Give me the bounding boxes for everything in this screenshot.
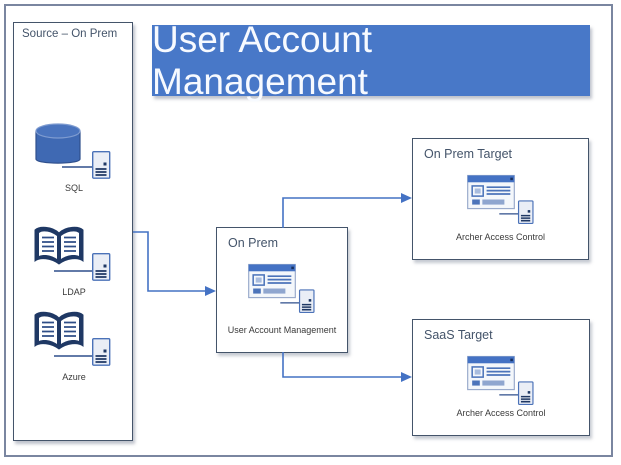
- page-title: User Account Management: [152, 18, 373, 102]
- source-item-ldap: LDAP: [24, 223, 124, 297]
- source-item-label: Azure: [62, 372, 86, 382]
- source-item-sql: SQL: [24, 119, 124, 193]
- saas-target-box: SaaS Target Archer Access Control: [412, 319, 590, 436]
- source-panel: Source – On Prem SQL LDAP Azure: [13, 22, 133, 441]
- source-panel-label: Source – On Prem: [22, 28, 118, 40]
- azure-directory-book-icon: [32, 308, 117, 370]
- app-window-server-icon: [462, 354, 540, 407]
- on-prem-target-caption: Archer Access Control: [455, 232, 546, 242]
- ldap-directory-book-icon: [32, 223, 117, 285]
- on-prem-target-label: On Prem Target: [424, 147, 513, 161]
- title-banner: User Account Management: [152, 19, 590, 102]
- app-window-server-icon: [462, 173, 540, 226]
- outer-frame: [4, 4, 613, 457]
- on-prem-box: On Prem User Account Management: [216, 227, 348, 353]
- app-window-server-icon: [243, 262, 321, 315]
- on-prem-box-caption: User Account Management: [227, 325, 337, 335]
- source-item-label: LDAP: [62, 287, 86, 297]
- sql-database-icon: [32, 119, 117, 181]
- source-item-azure: Azure: [24, 308, 124, 382]
- on-prem-target-box: On Prem Target Archer Access Control: [412, 138, 589, 260]
- saas-target-caption: Archer Access Control: [456, 408, 546, 418]
- on-prem-box-label: On Prem: [228, 236, 279, 250]
- source-item-label: SQL: [64, 183, 83, 193]
- saas-target-label: SaaS Target: [424, 328, 493, 342]
